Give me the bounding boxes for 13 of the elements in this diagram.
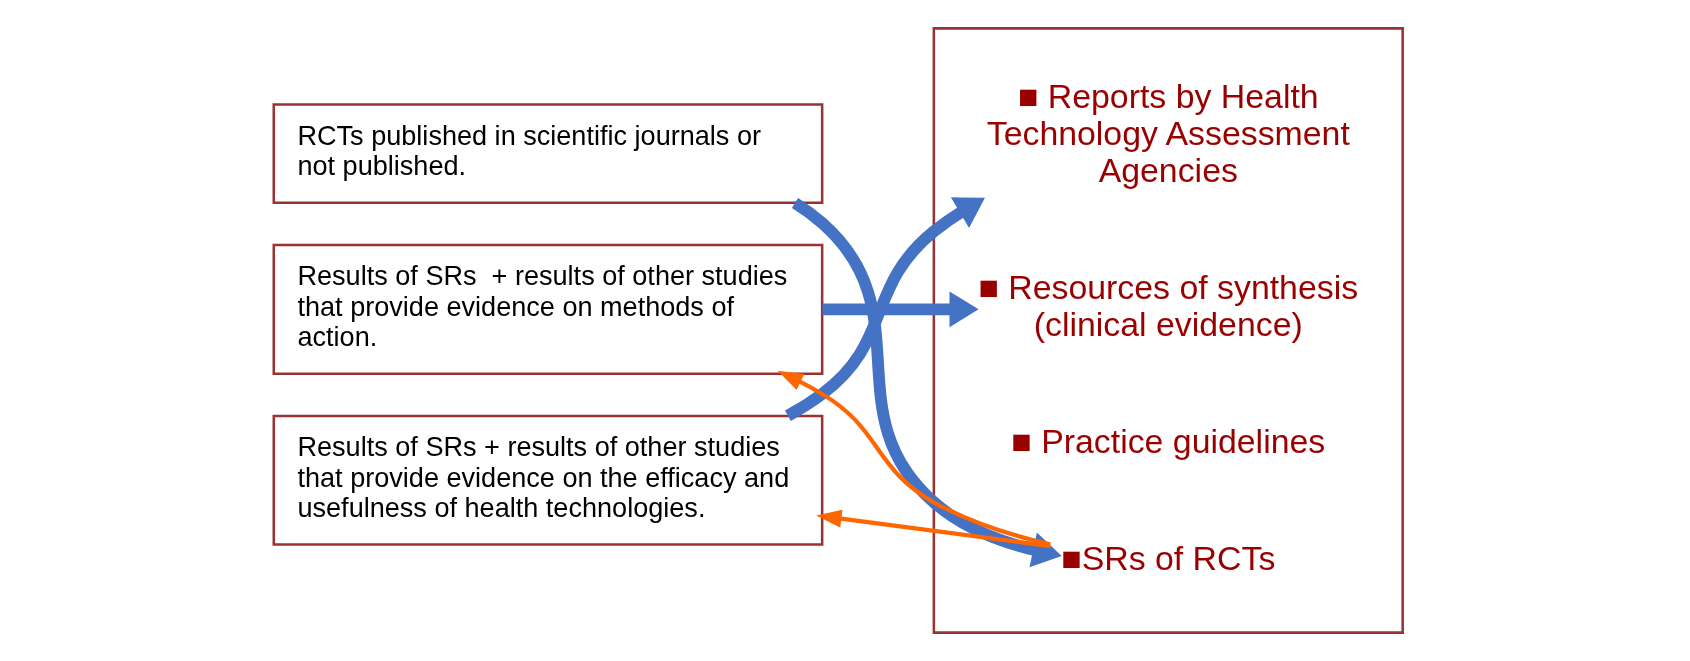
node-text: ■ Resources of synthesis (clinical evidence) xyxy=(978,268,1359,344)
arrow xyxy=(816,509,1051,549)
arrow xyxy=(785,197,985,421)
node-text: ■SRs of RCTs xyxy=(1061,538,1276,577)
node-box: Results of SRs + results of other studies that provide evidence on methods of action. xyxy=(272,243,824,375)
arrow xyxy=(777,370,1051,547)
node-box: Results of SRs + results of other studies that provide evidence on the efficacy and usefulness of health technologies. xyxy=(272,414,824,546)
cluster xyxy=(932,27,1404,634)
node-text: ■ Reports by Health Technology Assessment Agencies xyxy=(986,76,1350,190)
arrow xyxy=(822,291,979,328)
node-text: ■ Practice guidelines xyxy=(1011,422,1326,461)
node-box: RCTs published in scientific journals or not published. xyxy=(272,103,824,204)
arrow xyxy=(791,198,1062,568)
